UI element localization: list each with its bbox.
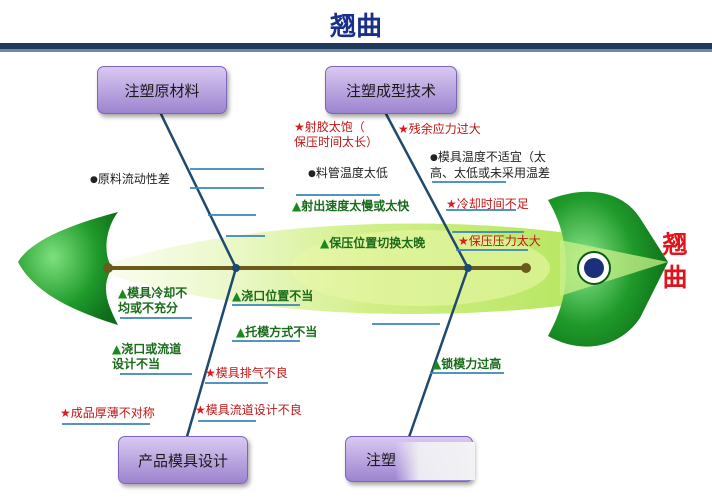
category-material: 注塑原材料 — [97, 66, 227, 114]
category-machine-fade — [395, 442, 475, 480]
cause-barrel-temperature: 料管温度太低 — [308, 166, 388, 182]
cause-material-flow: 原料流动性差 — [90, 172, 170, 188]
title-divider — [0, 43, 712, 52]
cause-mold-cooling: 模具冷却不 均或不充分 — [118, 286, 187, 316]
cause-clamp-force: 锁模力过高 — [432, 357, 501, 372]
cause-venting: 模具排气不良 — [205, 366, 288, 381]
fish-tail — [18, 212, 118, 325]
branch-node-1 — [232, 264, 240, 272]
fish-pupil — [584, 258, 604, 278]
cause-injection-speed: 射出速度太慢或太快 — [292, 199, 409, 214]
cause-wall-thickness: 成品厚薄不对称 — [60, 406, 155, 421]
branch-process — [383, 111, 470, 269]
cause-gate-runner: 浇口或流道 设计不当 — [112, 342, 181, 372]
cause-residual-stress: 残余应力过大 — [398, 122, 481, 137]
category-process: 注塑成型技术 — [325, 66, 457, 114]
cause-cooling-time: 冷却时间不足 — [446, 197, 529, 212]
branch-node-2 — [464, 264, 472, 272]
cause-shot-overfill: 射胶太饱（ 保压时间太长） — [294, 120, 378, 150]
fish-head-label: 翘曲 — [662, 230, 688, 292]
spine-start-dot — [103, 263, 113, 273]
cause-runner-design: 模具流道设计不良 — [195, 403, 302, 418]
branch-machine — [406, 267, 470, 441]
cause-mold-temperature: 模具温度不适宜（太 高、太低或未采用温差 — [430, 150, 550, 181]
page-title: 翘曲 — [329, 12, 382, 42]
cause-hold-pressure: 保压压力太大 — [458, 234, 541, 249]
cause-hold-switch: 保压位置切换太晚 — [320, 236, 425, 251]
spine-end-dot — [521, 263, 531, 273]
branch-material — [158, 111, 238, 269]
cause-ejection: 托模方式不当 — [236, 325, 317, 340]
cause-gate-position: 浇口位置不当 — [232, 289, 313, 304]
category-mold: 产品模具设计 — [118, 436, 248, 484]
